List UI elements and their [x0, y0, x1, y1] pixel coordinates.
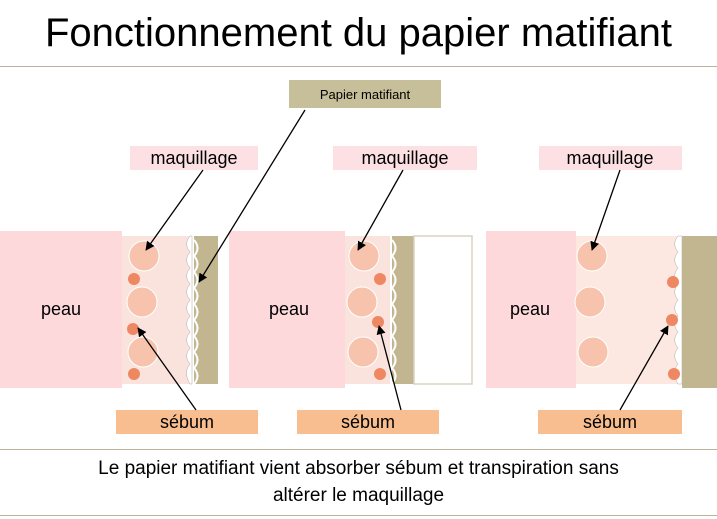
svg-text:maquillage: maquillage: [361, 148, 448, 168]
skin-label: peau: [510, 299, 550, 319]
svg-text:sébum: sébum: [160, 412, 214, 432]
paper-label: Papier matifiant: [289, 80, 441, 108]
svg-text:sébum: sébum: [341, 412, 395, 432]
sebum-dot: [668, 368, 680, 380]
makeup-dot: [348, 240, 380, 272]
arrows: [137, 109, 669, 411]
skin-block: [229, 231, 345, 388]
caption-divider-bottom: [0, 515, 717, 516]
panel-1: peau: [0, 231, 218, 388]
makeup-dot: [126, 286, 158, 318]
sebum-label-3: sébum: [538, 410, 682, 434]
title-divider: [0, 66, 717, 67]
sebum-dot: [128, 273, 140, 285]
arrow-makeup-3: [590, 169, 621, 251]
sebum-dot: [666, 314, 678, 326]
paper-layer: [392, 236, 414, 384]
panel-3: peau: [486, 231, 717, 388]
skin-label: peau: [269, 299, 309, 319]
arrow-makeup-1: [145, 169, 204, 251]
skin-block: [0, 231, 122, 388]
makeup-dot: [347, 336, 379, 368]
paper-layer: [682, 236, 717, 388]
caption-line-1: Le papier matifiant vient absorber sébum…: [98, 458, 619, 479]
makeup-label-1: maquillage: [130, 146, 258, 170]
caption-divider-top: [0, 449, 717, 450]
paper-label-text: Papier matifiant: [320, 87, 411, 102]
svg-text:sébum: sébum: [583, 412, 637, 432]
sebum-dot: [127, 323, 139, 335]
skin-block: [486, 231, 576, 388]
svg-text:maquillage: maquillage: [566, 148, 653, 168]
sebum-dot: [372, 316, 384, 328]
sebum-dot: [667, 276, 679, 288]
panel-2: peau: [229, 231, 473, 388]
skin-label: peau: [41, 299, 81, 319]
sebum-dot: [374, 273, 386, 285]
page-title: Fonctionnement du papier matifiant: [44, 11, 673, 55]
sebum-label-1: sébum: [116, 410, 258, 434]
makeup-dot: [577, 336, 609, 368]
arrow-makeup-2: [357, 169, 404, 251]
arrow-sebum-1: [137, 327, 197, 411]
caption-line-2: altérer le maquillage: [272, 485, 445, 506]
makeup-dot: [346, 286, 378, 318]
caption: Le papier matifiant vient absorber sébum…: [0, 455, 717, 509]
sebum-dot: [128, 368, 140, 380]
makeup-dot: [576, 240, 608, 272]
svg-text:maquillage: maquillage: [150, 148, 237, 168]
makeup-dot: [574, 286, 606, 318]
arrow-sebum-2: [376, 325, 402, 411]
makeup-dot: [128, 240, 160, 272]
sebum-label-2: sébum: [297, 410, 439, 434]
makeup-label-3: maquillage: [539, 146, 682, 170]
arrow-paper: [198, 109, 306, 283]
sebum-dot: [374, 368, 386, 380]
arrow-sebum-3: [619, 325, 669, 411]
paper-lifted: [413, 235, 473, 385]
makeup-label-2: maquillage: [333, 146, 477, 170]
makeup-dot: [127, 336, 159, 368]
